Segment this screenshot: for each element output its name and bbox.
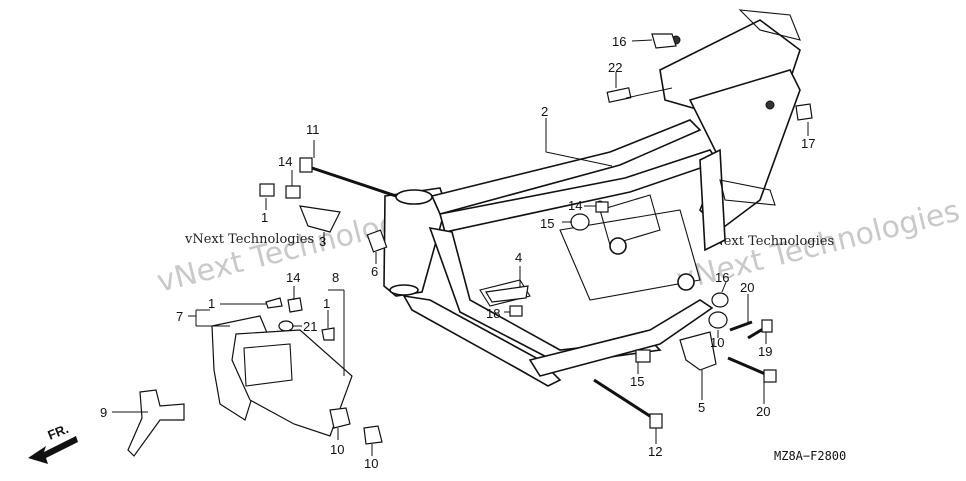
callout-6: 6 — [371, 264, 378, 279]
part-1-bolt-c — [321, 327, 335, 341]
part-18-bolt-head — [761, 319, 773, 333]
callout-8: 8 — [332, 270, 339, 285]
part-3-bracket — [299, 205, 341, 233]
watermark-caption-left: vNext Technologies — [184, 232, 314, 247]
down-tube-left — [402, 294, 562, 387]
callout-12: 12 — [648, 444, 662, 459]
frame-bolt-c — [765, 100, 775, 110]
steering-head-bottom — [389, 284, 419, 296]
callout-1-top: 1 — [261, 210, 268, 225]
callout-19: 20 — [740, 280, 754, 295]
diagram-code: MZ8A−F2800 — [774, 449, 846, 463]
callout-9: 9 — [100, 405, 107, 420]
part-20-bolt — [727, 356, 771, 378]
part-10-grommet-b — [363, 425, 383, 445]
steering-head — [383, 187, 447, 297]
front-arrow-icon — [28, 436, 78, 464]
part-1-bolt-b — [265, 297, 283, 309]
part-10-grommet-c — [708, 311, 728, 329]
part-17-bolt — [509, 305, 523, 317]
callout-18: 19 — [758, 344, 772, 359]
part-14-nut-b — [595, 201, 609, 213]
part-9-stay — [127, 389, 185, 457]
rear-fender-mount — [738, 9, 801, 41]
part-10-grommet-a — [329, 407, 351, 429]
callout-10-b: 10 — [364, 456, 378, 471]
engine-mount-box — [559, 209, 701, 301]
callout-16-right: 17 — [801, 136, 815, 151]
callout-15-center: 15 — [540, 216, 554, 231]
leader-lines — [28, 39, 809, 464]
part-5-bracket — [679, 331, 717, 371]
main-frame — [383, 9, 801, 387]
callout-15-right: 16 — [715, 270, 729, 285]
part-19-bolt — [729, 320, 753, 332]
part-12-bolt — [593, 378, 657, 422]
rear-down-strut — [699, 148, 726, 252]
rear-pivot-boss — [677, 273, 695, 291]
lower-cradle — [528, 299, 714, 377]
callout-10-a: 10 — [330, 442, 344, 457]
part-11-bolt-head — [299, 157, 313, 173]
engine-hanger — [479, 279, 531, 307]
pivot-boss — [609, 237, 627, 255]
part-4-bracket — [485, 285, 529, 303]
watermark-caption-right: vNext Technologies — [704, 234, 834, 249]
callout-14-bottom: 15 — [630, 374, 644, 389]
callouts: 16 22 2 17 11 14 1 3 6 14 15 4 18 14 8 1… — [46, 34, 847, 471]
callout-4: 4 — [515, 250, 522, 265]
part-11-bolt — [305, 164, 397, 198]
callout-1-right: 1 — [323, 296, 330, 311]
part-20-bolt-head — [763, 369, 777, 383]
callout-13: 14 — [286, 270, 300, 285]
callout-10-c: 10 — [710, 335, 724, 350]
direction-label: FR. — [46, 421, 71, 443]
part-1-bolt-a — [259, 183, 275, 197]
callout-16-top: 16 — [612, 34, 626, 49]
callout-1-left: 1 — [208, 296, 215, 311]
part-16-clip-top — [651, 33, 677, 49]
part-13-bolt — [287, 297, 303, 313]
callout-21: 21 — [303, 319, 317, 334]
part-6-collar — [366, 229, 388, 253]
side-cover-detail — [243, 343, 293, 387]
callout-5: 5 — [698, 400, 705, 415]
callout-17: 18 — [486, 306, 500, 321]
gusset-plate — [599, 194, 661, 246]
callout-22: 22 — [608, 60, 622, 75]
part-8-side-cover — [231, 329, 353, 437]
steering-head-top — [395, 189, 433, 205]
callout-7: 7 — [176, 309, 183, 324]
part-14-nut-c — [635, 349, 651, 363]
part-15-grommet-b — [711, 292, 729, 308]
part-22-plate — [606, 87, 632, 103]
part-16-clip-right — [795, 103, 813, 121]
callout-2: 2 — [541, 104, 548, 119]
rear-bracket — [719, 179, 776, 206]
callout-20: 20 — [756, 404, 770, 419]
part-14-nut-a — [285, 185, 301, 199]
callout-14-center: 14 — [568, 198, 582, 213]
part-21-washer — [278, 320, 294, 332]
part-15-grommet-a — [570, 213, 590, 231]
callout-3: 3 — [319, 234, 326, 249]
callout-14-left: 14 — [278, 154, 292, 169]
callout-11: 11 — [306, 122, 320, 137]
part-12-bolt-head — [649, 413, 663, 429]
